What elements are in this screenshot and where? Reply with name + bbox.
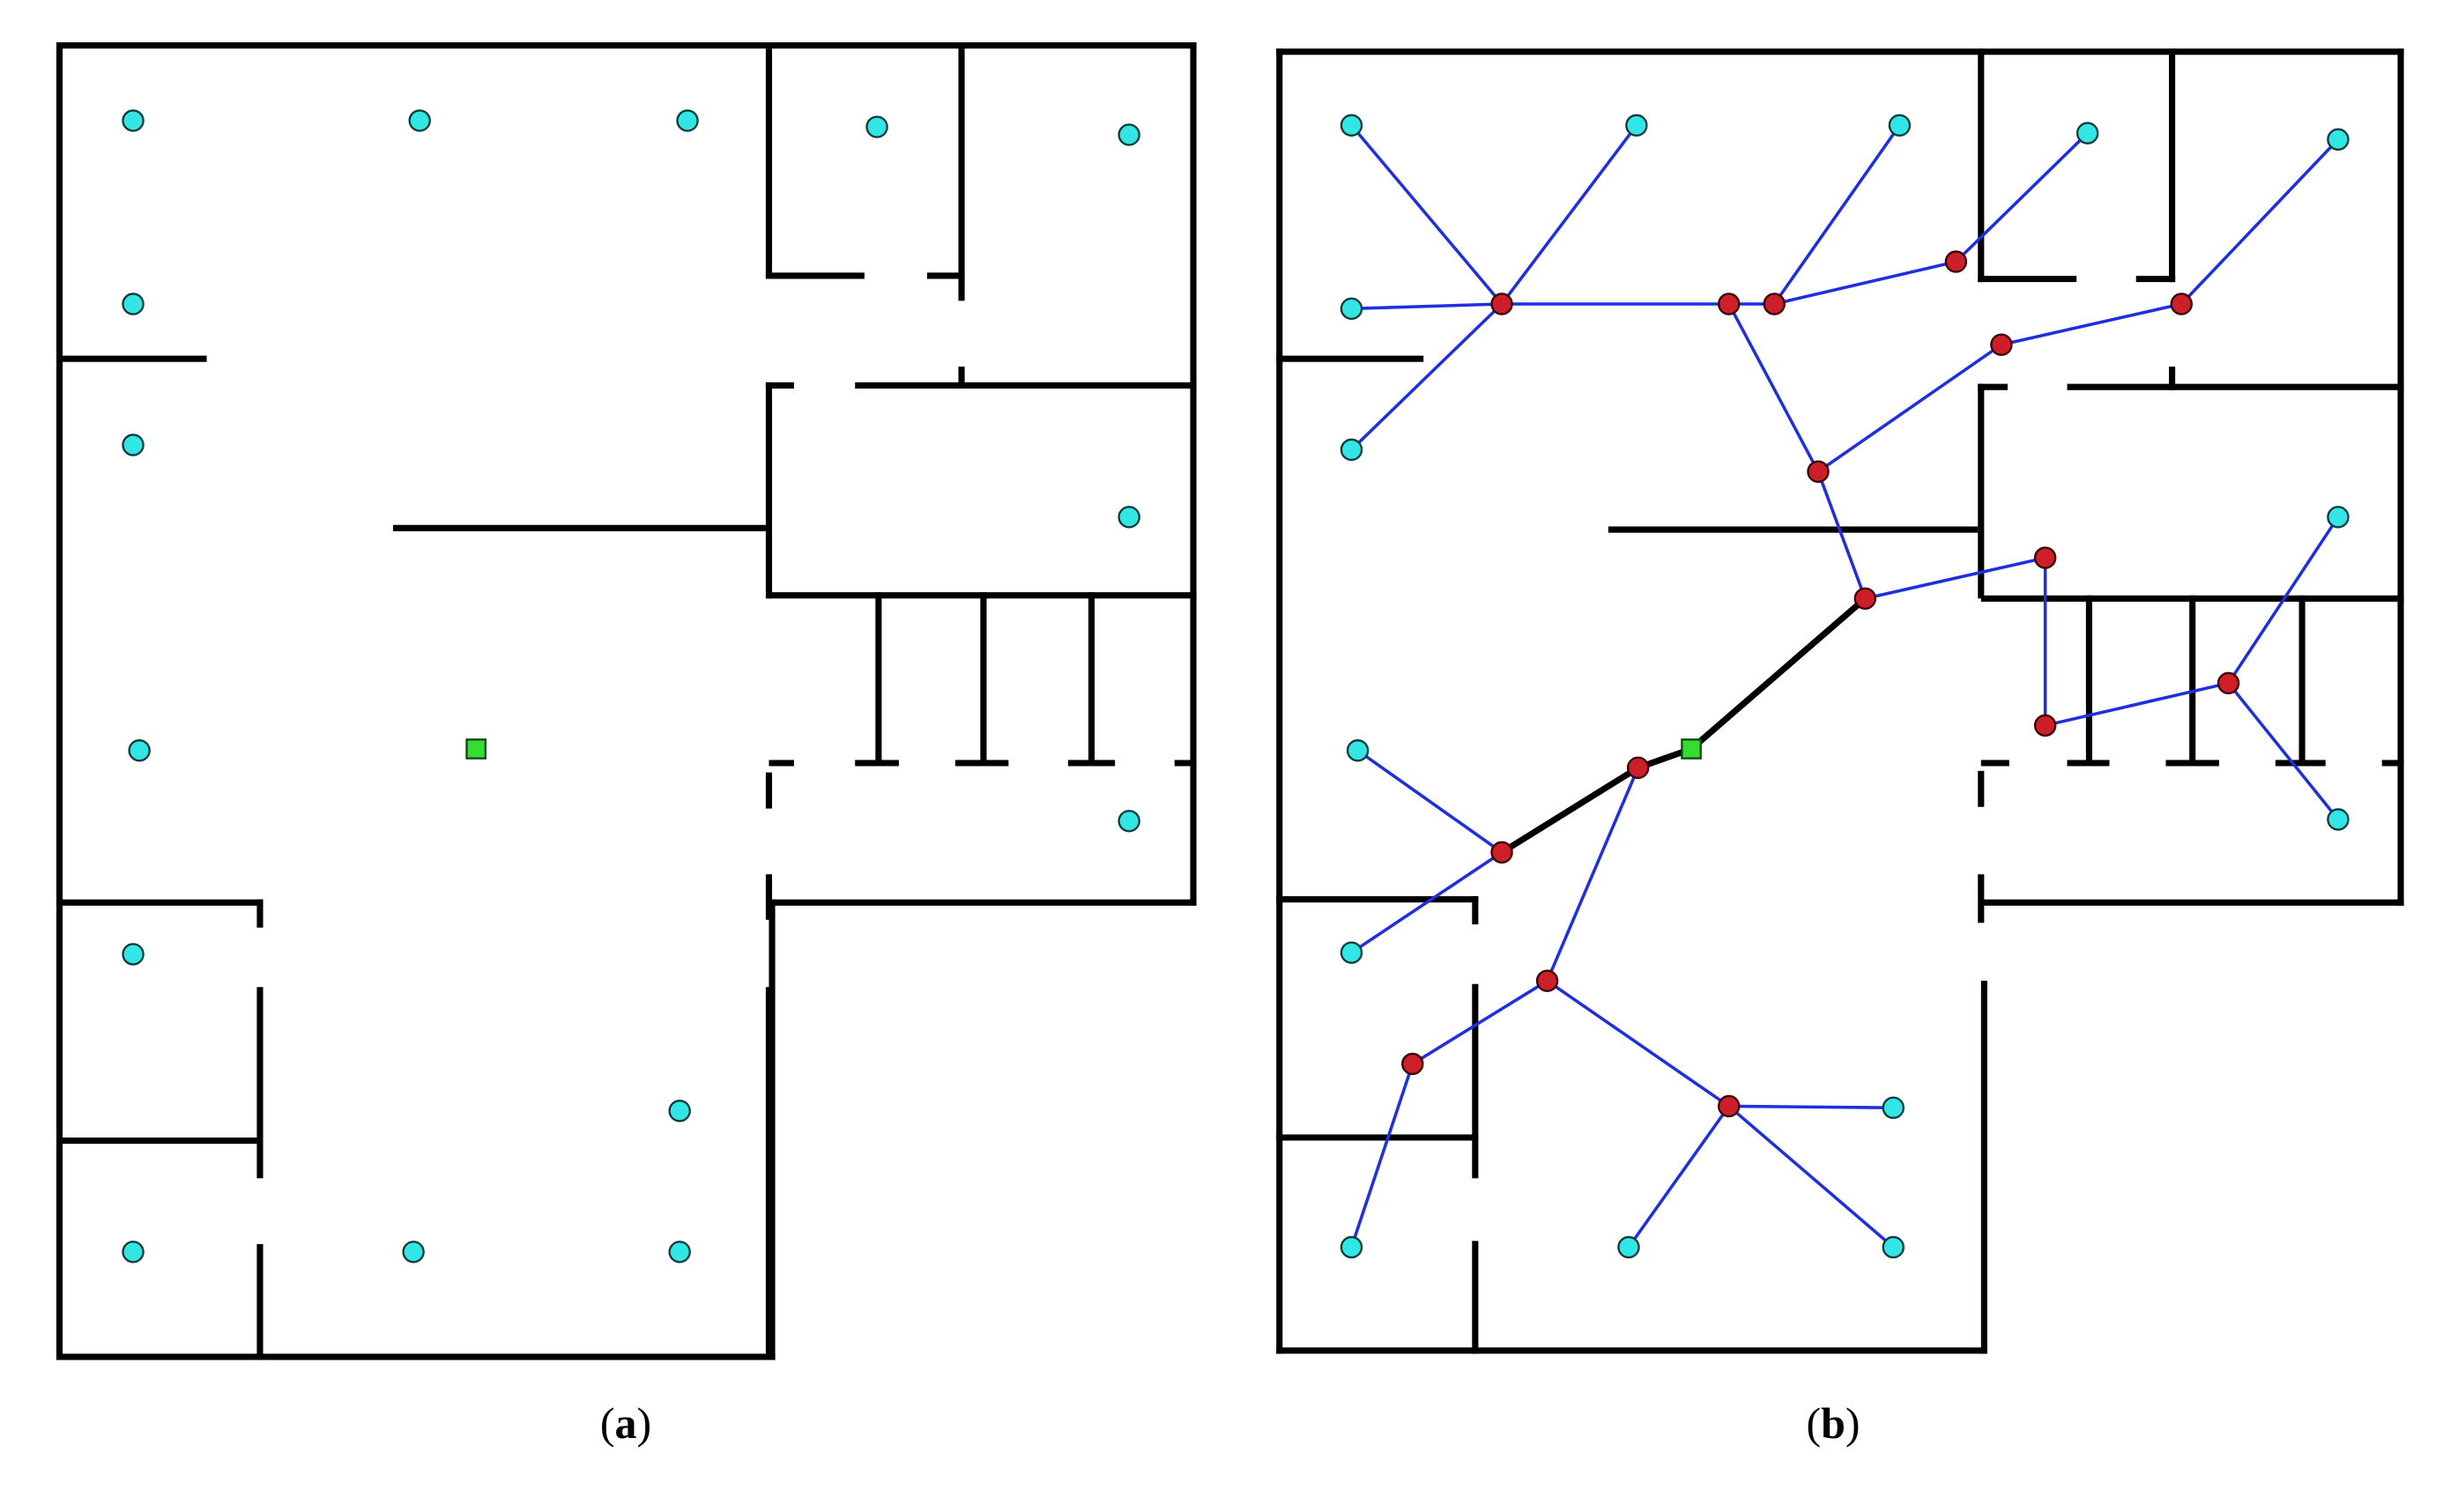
relay-node — [1490, 293, 1513, 315]
sensor-node — [1118, 810, 1140, 833]
relay-node — [2217, 671, 2240, 695]
link-edge — [1545, 767, 1640, 982]
caption-b: (b) — [1806, 1398, 1860, 1448]
sink-node — [1681, 738, 1702, 760]
relay-node — [1807, 460, 1830, 483]
link-edge — [2179, 138, 2340, 306]
panel-a-floor-plan — [56, 42, 1197, 1360]
sensor-node — [1340, 1235, 1363, 1259]
sensor-node — [122, 109, 145, 132]
link-edge — [1351, 302, 1503, 311]
sensor-node — [402, 1241, 425, 1264]
link-edge — [1500, 124, 1638, 306]
sensor-node — [122, 943, 145, 966]
sensor-node — [2075, 122, 2099, 145]
sensor-node — [1340, 941, 1363, 964]
relay-node — [1990, 333, 2013, 356]
link-edge — [1816, 471, 1867, 599]
sensor-node — [1888, 114, 1912, 137]
link-edge — [1727, 1105, 1895, 1249]
sensor-node — [668, 1241, 691, 1264]
sensor-node — [1340, 297, 1363, 321]
relay-node — [1535, 969, 1559, 992]
sensor-node — [128, 739, 151, 762]
sensor-node — [1882, 1235, 1905, 1259]
link-edge — [1772, 124, 1901, 305]
relay-node — [1626, 756, 1650, 780]
link-edge — [2045, 681, 2229, 728]
sensor-node — [1346, 739, 1370, 762]
relay-node — [1718, 1094, 1741, 1118]
sensor-node — [1340, 438, 1363, 462]
link-edge — [1816, 343, 2002, 473]
sink-node — [465, 738, 487, 760]
sensor-node — [2327, 506, 2350, 529]
link-edge — [1864, 556, 2046, 601]
sensor-node — [1340, 114, 1363, 137]
link-edge — [2227, 515, 2340, 685]
sensor-node — [865, 115, 888, 138]
link-edge — [1350, 850, 1504, 954]
sensor-node — [668, 1100, 691, 1123]
relay-node — [1853, 587, 1877, 611]
main-route-path — [1500, 596, 1868, 856]
link-edge — [1727, 303, 1820, 473]
sensor-node — [1625, 114, 1648, 137]
sensor-node — [122, 293, 145, 315]
link-edge — [1955, 131, 2089, 263]
sensor-node — [1882, 1096, 1905, 1119]
link-edge — [1773, 260, 1957, 306]
sensor-node — [1617, 1235, 1640, 1259]
link-edge — [2001, 302, 2182, 346]
sensor-node — [1118, 506, 1140, 529]
link-edge — [1728, 1104, 1894, 1109]
link-edge — [1349, 1063, 1415, 1249]
link-edge — [1350, 124, 1504, 306]
sensor-node — [122, 1241, 145, 1264]
sensor-node — [1118, 123, 1140, 146]
link-edge — [1546, 979, 1730, 1108]
relay-node — [1490, 841, 1513, 864]
link-edge — [1356, 749, 1504, 854]
sensor-node — [2327, 808, 2350, 831]
link-edge — [2227, 682, 2340, 821]
relay-node — [1401, 1052, 1424, 1076]
link-edge — [1411, 979, 1548, 1065]
link-edge — [1350, 302, 1504, 451]
relay-node — [2033, 714, 2057, 737]
relay-node — [2033, 546, 2057, 569]
relay-node — [1718, 293, 1741, 315]
panel-b-floor-plan-with-routing — [1276, 48, 2404, 1354]
relay-node — [1763, 293, 1786, 315]
sensor-node — [2327, 128, 2350, 151]
relay-node — [2170, 293, 2193, 315]
relay-node — [1944, 250, 1968, 273]
sensor-node — [408, 109, 431, 132]
caption-a: (a) — [599, 1398, 652, 1448]
link-edge — [1627, 1105, 1731, 1249]
sensor-node — [122, 434, 145, 456]
sensor-node — [676, 109, 699, 132]
